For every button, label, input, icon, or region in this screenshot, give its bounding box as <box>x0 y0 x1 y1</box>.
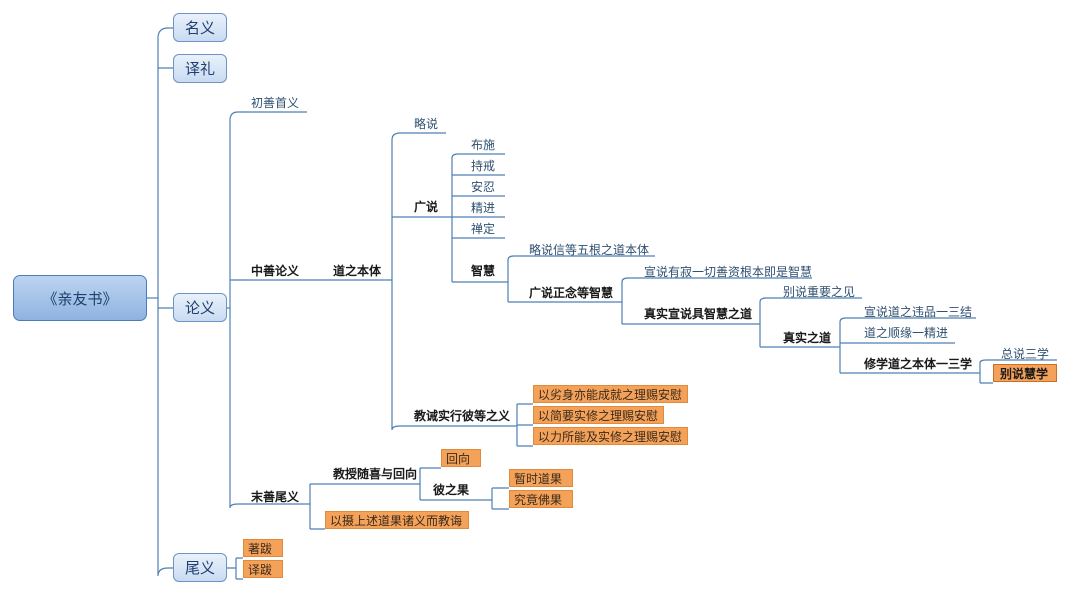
node-bushi[interactable]: 布施 <box>471 138 496 152</box>
node-yili[interactable]: 译礼 <box>173 54 227 83</box>
node-yishe[interactable]: 以摄上述道果诸义而教诲 <box>325 511 469 529</box>
wire-zhenshixuan <box>759 297 862 348</box>
node-xuan-zhi[interactable]: 宣说道之违品一三结 <box>864 305 973 319</box>
wire-suixi <box>419 467 492 501</box>
node-zhenshi-xuan[interactable]: 真实宣说具智慧之道 <box>644 307 753 321</box>
wire-zhihui <box>507 255 655 303</box>
node-mingyi[interactable]: 名义 <box>173 13 227 42</box>
node-zhuba[interactable]: 著跋 <box>243 539 283 557</box>
wire-jiaojie <box>512 403 533 447</box>
node-chijie[interactable]: 持戒 <box>471 159 496 173</box>
node-luexin[interactable]: 略说信等五根之道本体 <box>529 243 650 257</box>
node-guangnian[interactable]: 广说正念等智慧 <box>529 286 614 300</box>
node-suixi[interactable]: 教授随喜与回向 <box>333 467 418 481</box>
wire-lunyi <box>227 111 310 509</box>
node-zhihui[interactable]: 智慧 <box>471 264 496 278</box>
node-weiyi[interactable]: 尾义 <box>173 553 227 582</box>
node-huixiang[interactable]: 回向 <box>441 449 481 467</box>
node-zhongshan[interactable]: 中善论义 <box>251 264 300 278</box>
node-chushan[interactable]: 初善首义 <box>251 96 300 110</box>
node-anren[interactable]: 安忍 <box>471 180 496 194</box>
node-jiujing[interactable]: 究竟佛果 <box>509 490 573 508</box>
node-chanding[interactable]: 禅定 <box>471 222 496 236</box>
node-jiaojie-1[interactable]: 以劣身亦能成就之理赐安慰 <box>533 385 688 403</box>
node-bieshuo-jian[interactable]: 别说重要之见 <box>783 285 856 299</box>
node-bizhi[interactable]: 彼之果 <box>433 483 470 497</box>
node-jiaojie-2[interactable]: 以简要实修之理赐安慰 <box>533 406 664 424</box>
node-zanshi[interactable]: 暂时道果 <box>509 469 573 487</box>
wire-zhenshidao <box>839 317 980 374</box>
node-jiaojie[interactable]: 教诫实行彼等之义 <box>414 409 511 423</box>
node-moshan[interactable]: 末善尾义 <box>251 490 300 504</box>
wire-xiuxue <box>979 359 1057 384</box>
node-daozhi[interactable]: 道之本体 <box>333 264 382 278</box>
node-jingjin[interactable]: 精进 <box>471 201 496 215</box>
wire-weiyi <box>227 557 243 580</box>
node-jiaojie-3[interactable]: 以力所能及实修之理赐安慰 <box>533 427 688 445</box>
node-zhenshi-dao[interactable]: 真实之道 <box>783 331 832 345</box>
node-lueshuo[interactable]: 略说 <box>414 117 439 131</box>
wire-top <box>157 27 173 577</box>
wire-daozhi <box>391 132 512 431</box>
node-lunyi[interactable]: 论义 <box>173 293 227 322</box>
root-node[interactable]: 《亲友书》 <box>13 275 147 321</box>
node-xuanshuo[interactable]: 宣说有寂一切善资根本即是智慧 <box>644 265 813 279</box>
node-shunyuan[interactable]: 道之顺缘一精进 <box>864 326 949 340</box>
wire-bizhi <box>491 487 509 510</box>
wire-moshan <box>309 483 420 530</box>
node-zongshuo[interactable]: 总说三学 <box>1001 347 1050 361</box>
node-bieshuo-hui[interactable]: 别说慧学 <box>993 364 1057 382</box>
node-yiba[interactable]: 译跋 <box>243 560 283 578</box>
node-guangshuo[interactable]: 广说 <box>414 200 439 214</box>
node-xiuxue[interactable]: 修学道之本体一三学 <box>864 357 973 371</box>
wire-guangshuo <box>448 153 508 283</box>
wire-guangnian <box>621 277 812 325</box>
